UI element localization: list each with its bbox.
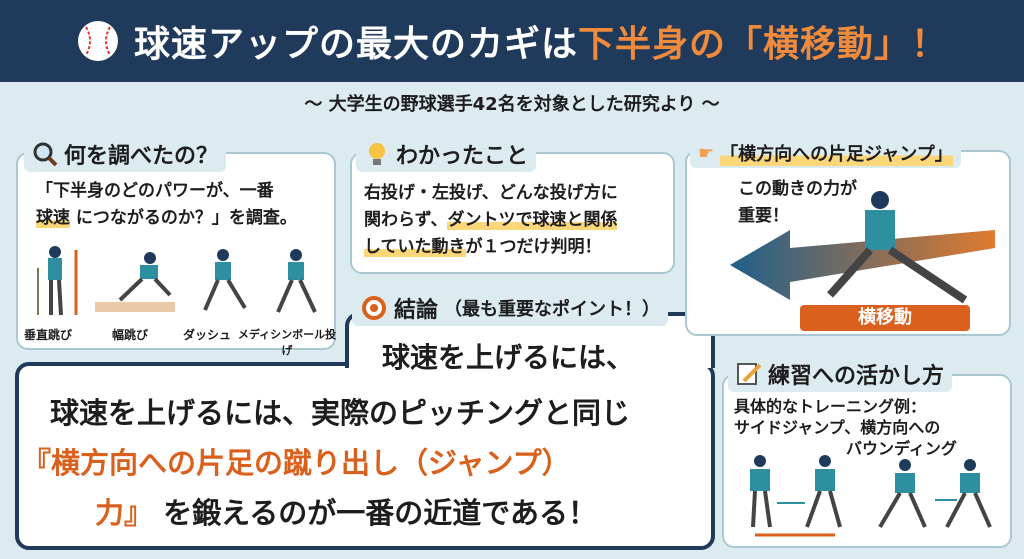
subtitle: 〜 大学生の野球選手42名を対象とした研究より 〜 [304,94,720,115]
study-text: 「下半身のどのパワーが、一番 球速 につながるのか？」を調査。 [36,181,297,228]
pointing-hand-icon: ☛ [698,142,715,164]
baseball-icon [77,21,118,61]
conclusion-line2: 『横方向への片足の蹴り出し（ジャンプ） [22,446,571,480]
test-label: ダッシュ [182,328,231,342]
conclusion-title: 結論（最も重要なポイント！） [352,290,669,326]
panel-jump-title: ☛ 「横方向への片足ジャンプ」 [690,138,961,168]
panel-study-title: 何を調べたの？ [24,136,227,172]
panel-study [16,152,336,350]
jump-text: この動きの力が重要！ [738,179,857,226]
target-icon [362,296,386,320]
practice-text: 具体的なトレーニング例：サイドジャンプ、横方向への バウンディング [734,397,957,458]
found-text: 右投げ・左投げ、どんな投げ方に 関わらず、ダントツで球速と関係 していた動きが１… [364,183,618,257]
athlete-illustrations [37,246,317,316]
lateral-jump-illustration [730,191,995,304]
training-illustration [750,455,992,537]
test-label: メディシンボール投げ [237,328,337,357]
test-label: 垂直跳び [23,328,72,342]
conclusion-line3a: 力』 [95,496,154,530]
conclusion-lead: 球速を上げるには、 [382,341,635,374]
notepad-icon [737,363,762,385]
test-label: 幅跳び [111,328,148,342]
page-title: 球速アップの最大のカギは下半身の「横移動」！ [133,24,949,65]
practice-title: 練習への活かし方 [728,356,953,392]
magnifier-icon [33,142,58,167]
header-banner: 球速アップの最大のカギは下半身の「横移動」！ [0,0,1024,82]
conclusion-line1: 球速を上げるには、実際のピッチングと同じ [50,396,631,430]
panel-found-title: わかったこと [356,136,537,172]
lightbulb-icon [369,143,385,165]
conclusion-line3b: を鍛えるのが一番の近道である！ [163,496,597,530]
lateral-move-label: 横移動 [800,305,970,331]
